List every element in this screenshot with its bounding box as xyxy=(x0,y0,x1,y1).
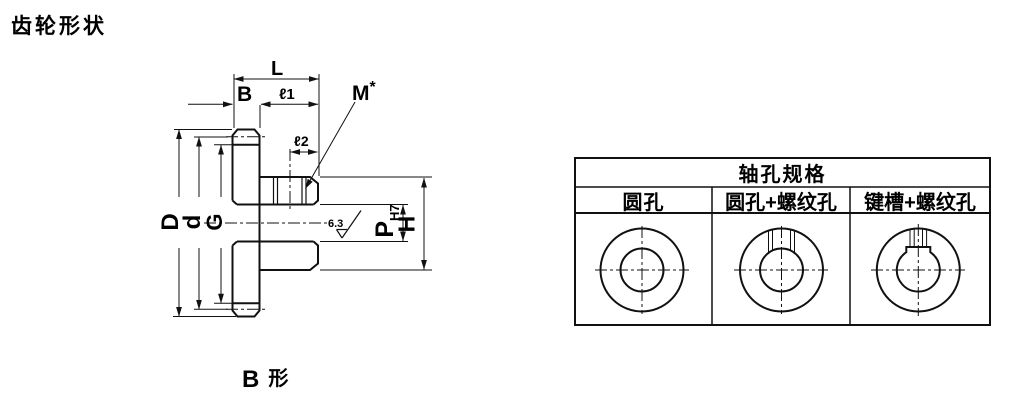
page-title: 齿轮形状 xyxy=(11,15,107,38)
centerlines xyxy=(204,136,332,310)
bore-table-borders xyxy=(574,157,991,326)
dim-label-B: B xyxy=(237,83,253,106)
dim-label-G: G xyxy=(202,213,227,231)
gear-section-outline xyxy=(231,128,319,318)
table-header-col-round-bore: 圆孔 xyxy=(622,191,665,214)
diagram-round-bore-tap xyxy=(734,226,828,314)
dim-label-M: M* xyxy=(352,80,376,104)
dimension-lines xyxy=(176,76,427,317)
table-header-title: 轴孔规格 xyxy=(738,164,827,186)
dim-label-l2: ℓ2 xyxy=(294,133,309,149)
dim-label-L: L xyxy=(271,58,284,80)
table-header-col-round-bore-tap: 圆孔+螺纹孔 xyxy=(725,191,837,214)
diagram-round-bore xyxy=(595,226,689,314)
shape-type-suffix: 形 xyxy=(268,368,289,390)
diagram-keyway-tap xyxy=(871,224,965,316)
shape-type-letter: B xyxy=(242,366,260,393)
dim-label-l1: ℓ1 xyxy=(279,86,295,103)
roughness-value: 6.3 xyxy=(328,218,344,230)
dim-label-H: H xyxy=(393,215,420,233)
extension-lines xyxy=(173,74,432,317)
dim-label-M-asterisk: * xyxy=(369,79,376,96)
dim-label-M-letter: M xyxy=(352,82,370,105)
table-header-col-keyway-tap: 键槽+螺纹孔 xyxy=(864,191,976,214)
surface-roughness-symbol xyxy=(335,210,362,239)
